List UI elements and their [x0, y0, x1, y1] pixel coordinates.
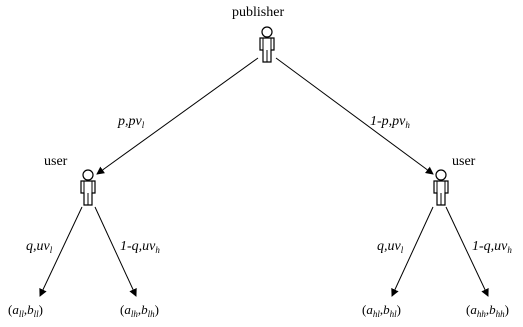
payoff-hl: (ahl,bhl)	[362, 302, 401, 319]
edge-user-right-to-hl	[391, 206, 434, 297]
person-icon	[433, 169, 449, 206]
edge-label-publisher-left: p,pvl	[118, 114, 145, 130]
edge-label-user-left-ll: q,uvl	[26, 239, 53, 255]
edge-label-publisher-right: 1-p,pvh	[370, 114, 410, 130]
edge-label-user-right-hh: 1-q,uvh	[472, 239, 512, 255]
payoff-hh: (ahh,bhh)	[466, 302, 509, 319]
edge-label-user-right-hl: q,uvl	[377, 239, 404, 255]
user-right-label: user	[452, 154, 476, 169]
user-left-label: user	[44, 154, 68, 169]
edge-publisher-to-user-right	[275, 57, 434, 175]
edge-label-user-left-lh: 1-q,uvh	[120, 239, 160, 255]
payoff-lh: (alh,blh)	[120, 302, 159, 319]
edge-user-right-to-hh	[445, 206, 489, 297]
person-icon	[80, 169, 96, 206]
payoff-ll: (all,bll)	[8, 302, 43, 319]
person-icon	[259, 26, 275, 63]
publisher-label: publisher	[232, 5, 285, 20]
edge-publisher-to-user-left	[96, 57, 259, 175]
edge-user-left-to-ll	[39, 206, 83, 297]
edge-user-left-to-lh	[94, 206, 137, 297]
